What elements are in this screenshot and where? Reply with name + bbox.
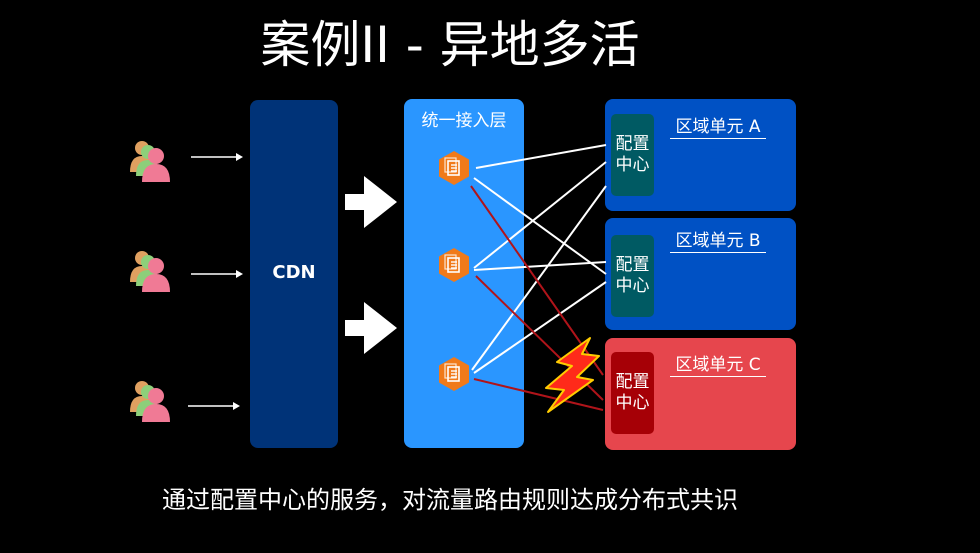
config-b-line1: 配置 (615, 255, 650, 275)
caption: 通过配置中心的服务，对流量路由规则达成分布式共识 (162, 486, 738, 514)
big-arrow-right-icon (345, 176, 397, 228)
big-arrow-right-icon (345, 302, 397, 354)
server-node-icon (438, 356, 470, 392)
healthy-links (471, 144, 607, 374)
config-a-line1: 配置 (615, 134, 650, 154)
slide-title: 案例II - 异地多活 (260, 16, 640, 74)
server-node-icon (438, 150, 470, 186)
cdn-label: CDN (272, 262, 316, 283)
cdn-block (250, 100, 338, 448)
region-a-label: 区域单元 A (670, 116, 766, 139)
lightning-icon (545, 337, 600, 413)
users-icon (130, 251, 170, 292)
config-b-line2: 中心 (615, 276, 650, 296)
gateway-label: 统一接入层 (421, 111, 507, 131)
config-center-a: 配置中心 (611, 114, 654, 196)
arrow-right-icon (188, 402, 240, 410)
arrow-right-icon (191, 153, 243, 161)
config-center-c: 配置中心 (611, 352, 654, 434)
config-center-b: 配置中心 (611, 235, 654, 317)
region-b-label: 区域单元 B (670, 230, 766, 253)
config-c-line2: 中心 (615, 393, 650, 413)
config-c-line1: 配置 (615, 372, 650, 392)
users-icon (130, 141, 170, 182)
users-icon (130, 381, 170, 422)
arrow-right-icon (191, 270, 243, 278)
config-a-line2: 中心 (615, 155, 650, 175)
server-node-icon (438, 247, 470, 283)
region-c-label: 区域单元 C (670, 354, 766, 377)
